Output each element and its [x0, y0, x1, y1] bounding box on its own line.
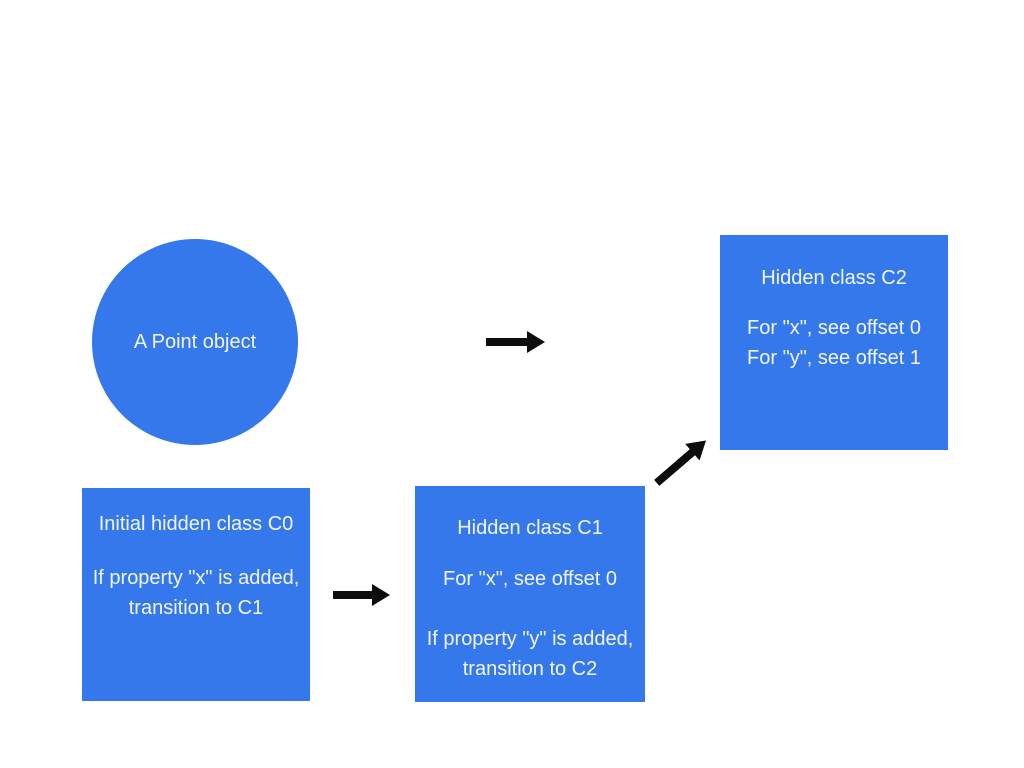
- c1-transition-line-1: If property "y" is added,: [426, 628, 634, 650]
- c2-offset-y-line: For "y", see offset 1: [747, 347, 921, 369]
- c1-transition-line-2: transition to C2: [462, 658, 598, 680]
- point-object-node: A Point object: [92, 239, 298, 445]
- c0-transition-line-2: transition to C1: [128, 597, 264, 619]
- hidden-class-c2-node: Hidden class C2 For "x", see offset 0 Fo…: [720, 235, 948, 450]
- hidden-class-c1-node: Hidden class C1 For "x", see offset 0 If…: [415, 486, 645, 702]
- arrow-right-icon: [486, 331, 545, 353]
- arrow-up-right-icon: [654, 440, 707, 486]
- c1-transition-lines: If property "y" is added, transition to …: [415, 624, 645, 684]
- c1-title: Hidden class C1: [457, 517, 603, 539]
- arrow-right-icon: [333, 584, 390, 606]
- point-object-label: A Point object: [133, 330, 257, 353]
- c1-offset-x-line: For "x", see offset 0: [443, 568, 617, 590]
- c2-title: Hidden class C2: [761, 267, 907, 289]
- hidden-class-c0-node: Initial hidden class C0 If property "x" …: [82, 488, 310, 701]
- c0-body: If property "x" is added, transition to …: [82, 563, 310, 623]
- c0-transition-line-1: If property "x" is added,: [92, 567, 300, 589]
- c2-offset-x-line: For "x", see offset 0: [747, 317, 921, 339]
- c2-body: For "x", see offset 0 For "y", see offse…: [720, 313, 948, 373]
- c0-title: Initial hidden class C0: [98, 513, 294, 535]
